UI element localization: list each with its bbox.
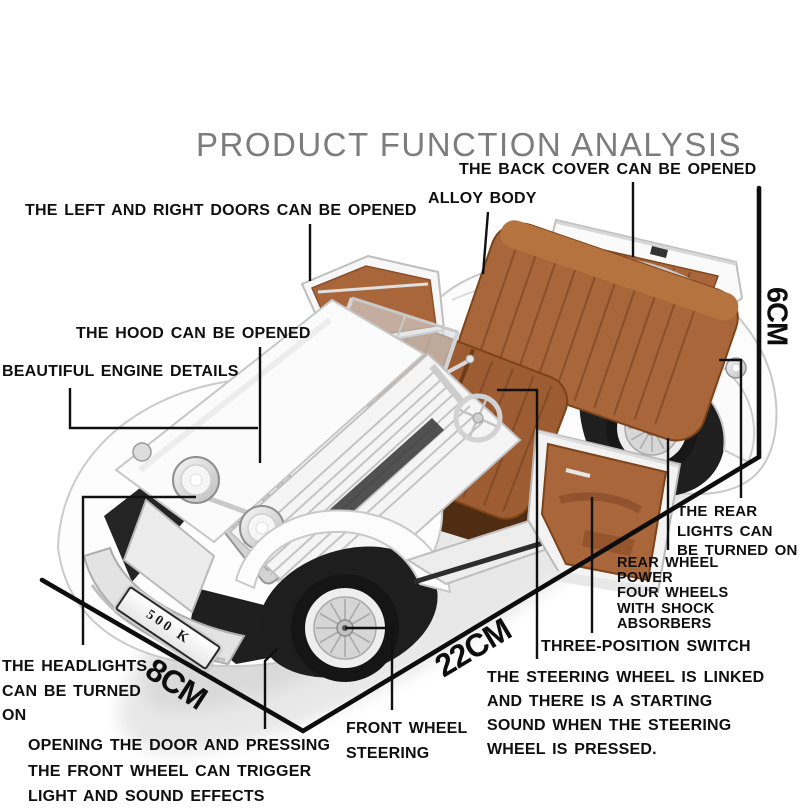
dimension-lines — [39, 185, 762, 734]
label-headlights-line2: CAN BE TURNED — [2, 682, 142, 700]
label-three-position-switch: THREE-POSITION SWITCH — [541, 638, 751, 655]
label-front-wheel-steering: FRONT WHEEL STEERING — [346, 716, 468, 766]
label-doors: THE LEFT AND RIGHT DOORS CAN BE OPENED — [25, 202, 417, 219]
grille — [122, 498, 216, 614]
label-steering-line3: SOUND WHEN THE STEERING — [487, 717, 732, 734]
label-door-press: OPENING THE DOOR AND PRESSING THE FRONT … — [28, 733, 330, 810]
page-title: PRODUCT FUNCTION ANALYSIS — [196, 126, 743, 163]
label-headlights-line1: THE HEADLIGHTS — [2, 658, 148, 675]
label-rear-wheel-line1: REAR WHEEL — [617, 555, 719, 571]
label-back-cover: THE BACK COVER CAN BE OPENED — [459, 161, 757, 178]
label-rear-lights-line1: THE REAR — [677, 503, 758, 520]
label-front-wheel-line2: STEERING — [346, 745, 430, 762]
label-steering-line2: AND THERE IS A STARTING — [487, 693, 713, 710]
label-alloy-body: ALLOY BODY — [428, 190, 537, 207]
label-rear-wheel-power: REAR WHEEL POWER FOUR WHEELS WITH SHOCK … — [617, 555, 729, 632]
label-engine: BEAUTIFUL ENGINE DETAILS — [2, 363, 239, 380]
label-door-press-line2: THE FRONT WHEEL CAN TRIGGER — [28, 762, 312, 780]
label-door-press-line1: OPENING THE DOOR AND PRESSING — [28, 737, 331, 754]
label-rear-lights-line2: LIGHTS CAN — [677, 522, 773, 540]
label-rear-wheel-line3: FOUR WHEELS — [617, 585, 729, 602]
label-steering-line1: THE STEERING WHEEL IS LINKED — [487, 669, 765, 686]
label-rear-lights: THE REAR LIGHTS CAN BE TURNED ON — [677, 502, 798, 561]
label-headlights-line3: ON — [2, 707, 27, 724]
label-front-wheel-line1: FRONT WHEEL — [346, 720, 468, 737]
right-door-open — [526, 428, 682, 596]
label-steering-line4: WHEEL IS PRESSED. — [487, 741, 657, 758]
label-rear-wheel-line2: POWER — [617, 570, 673, 587]
dimension-height: 6CM — [760, 286, 793, 346]
label-rear-wheel-line5: ABSORBERS — [617, 615, 712, 632]
label-rear-lights-line3: BE TURNED ON — [677, 542, 798, 559]
steering-wheel — [429, 354, 503, 443]
label-door-press-line3: LIGHT AND SOUND EFFECTS — [28, 788, 265, 805]
label-rear-wheel-line4: WITH SHOCK — [617, 600, 715, 617]
annotation-lines — [68, 182, 743, 729]
label-headlights: THE HEADLIGHTS CAN BE TURNED ON — [2, 655, 147, 729]
label-steering-sound: THE STEERING WHEEL IS LINKED AND THERE I… — [487, 666, 764, 762]
label-hood: THE HOOD CAN BE OPENED — [76, 325, 311, 342]
